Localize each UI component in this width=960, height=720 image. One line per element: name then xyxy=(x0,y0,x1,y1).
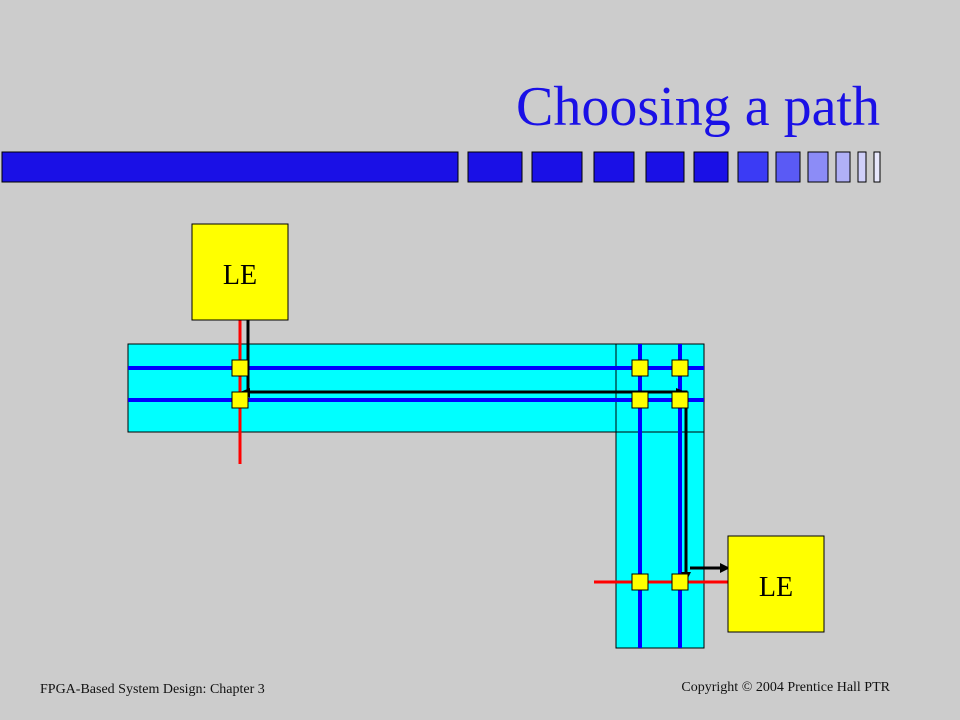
switch-4 xyxy=(671,359,689,377)
switch-8 xyxy=(671,573,689,591)
switch-5 xyxy=(631,391,649,409)
switch-6 xyxy=(671,391,689,409)
chosen-path xyxy=(246,320,688,576)
title-underline-bars xyxy=(1,151,881,183)
le-bottom-box xyxy=(727,535,825,633)
switch-7 xyxy=(631,573,649,591)
footer-copyright: Copyright © 2004 Prentice Hall PTR xyxy=(681,680,890,695)
le-top-label: LE xyxy=(223,260,257,291)
path-arrow-le xyxy=(720,563,730,573)
le-top-box xyxy=(191,223,289,321)
switch-2 xyxy=(231,391,249,409)
vertical-channel xyxy=(615,343,705,649)
switch-1 xyxy=(231,359,249,377)
slide-title: Choosing a path xyxy=(516,76,880,138)
le-bottom-label: LE xyxy=(759,572,793,603)
footer-chapter: FPGA-Based System Design: Chapter 3 xyxy=(40,682,265,697)
switch-3 xyxy=(631,359,649,377)
